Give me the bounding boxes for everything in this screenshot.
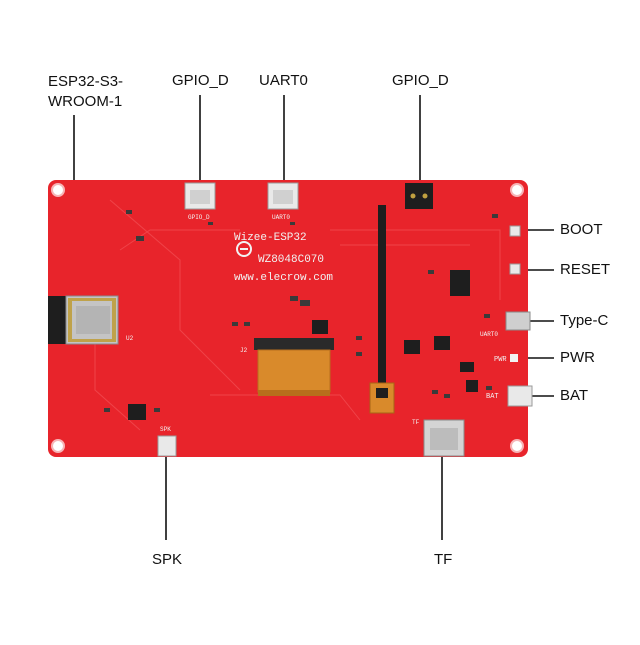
silk-tf: TF xyxy=(412,419,420,426)
silk-uart0: UART0 xyxy=(272,214,290,221)
silk-u2: U2 xyxy=(126,335,134,342)
small-passives xyxy=(104,210,498,412)
ic-chip xyxy=(466,380,478,392)
tf-slot-inner xyxy=(430,428,458,450)
touch-ribbon xyxy=(378,205,386,385)
label-typec: Type-C xyxy=(560,312,609,329)
display-flex-cable xyxy=(257,349,331,393)
pcb-traces xyxy=(94,199,501,431)
silk-gpio-d: GPIO_D xyxy=(188,214,210,221)
pcb-board xyxy=(48,180,528,457)
label-pwr: PWR xyxy=(560,349,595,366)
label-gpio-d-left: GPIO_D xyxy=(172,72,229,89)
connector-gpio-d-left xyxy=(184,182,216,210)
mounting-hole-icon xyxy=(510,183,524,197)
ic-chip xyxy=(434,336,450,350)
mounting-hole-icon xyxy=(510,439,524,453)
label-gpio-d-right: GPIO_D xyxy=(392,72,449,89)
mounting-holes xyxy=(51,183,524,453)
reset-button xyxy=(509,263,521,275)
inductor xyxy=(312,320,328,334)
inductor xyxy=(404,340,420,354)
flex-cable-edge xyxy=(258,390,330,396)
elecrow-logo-icon xyxy=(236,241,252,257)
mounting-hole-icon xyxy=(51,439,65,453)
ic-chip xyxy=(450,270,470,296)
pwr-led xyxy=(510,354,518,362)
boot-button xyxy=(509,225,521,237)
bat-connector xyxy=(507,385,533,407)
silk-uart0-right: UART0 xyxy=(480,331,498,338)
silk-model: WZ8048C070 xyxy=(258,254,324,266)
label-reset: RESET xyxy=(560,261,611,278)
label-boot: BOOT xyxy=(560,221,603,238)
silk-brand: Wizee-ESP32 xyxy=(234,232,307,244)
touch-ic xyxy=(376,388,388,398)
connector-gpio-d-right xyxy=(405,183,433,209)
label-tf: TF xyxy=(434,551,453,568)
silk-bat: BAT xyxy=(486,393,499,401)
silk-pwr: PWR xyxy=(494,356,507,364)
label-bat: BAT xyxy=(560,387,589,404)
connector-uart0 xyxy=(267,182,299,210)
label-uart0: UART0 xyxy=(259,72,308,89)
label-esp32: ESP32-S3- WROOM-1 xyxy=(48,73,124,110)
esp32-shield xyxy=(76,306,110,334)
label-spk: SPK xyxy=(152,551,183,568)
silk-spk: SPK xyxy=(160,426,171,433)
fpc-connector xyxy=(254,338,334,350)
antenna-area xyxy=(48,296,66,344)
silk-j2: J2 xyxy=(240,347,248,354)
typec-port xyxy=(505,311,531,331)
spk-connector xyxy=(157,435,177,457)
silk-website: www.elecrow.com xyxy=(234,272,333,284)
ic-chip xyxy=(460,362,474,372)
components xyxy=(128,270,478,420)
esp32-pads xyxy=(68,298,116,342)
amp-ic xyxy=(128,404,146,420)
mounting-hole-icon xyxy=(51,183,65,197)
